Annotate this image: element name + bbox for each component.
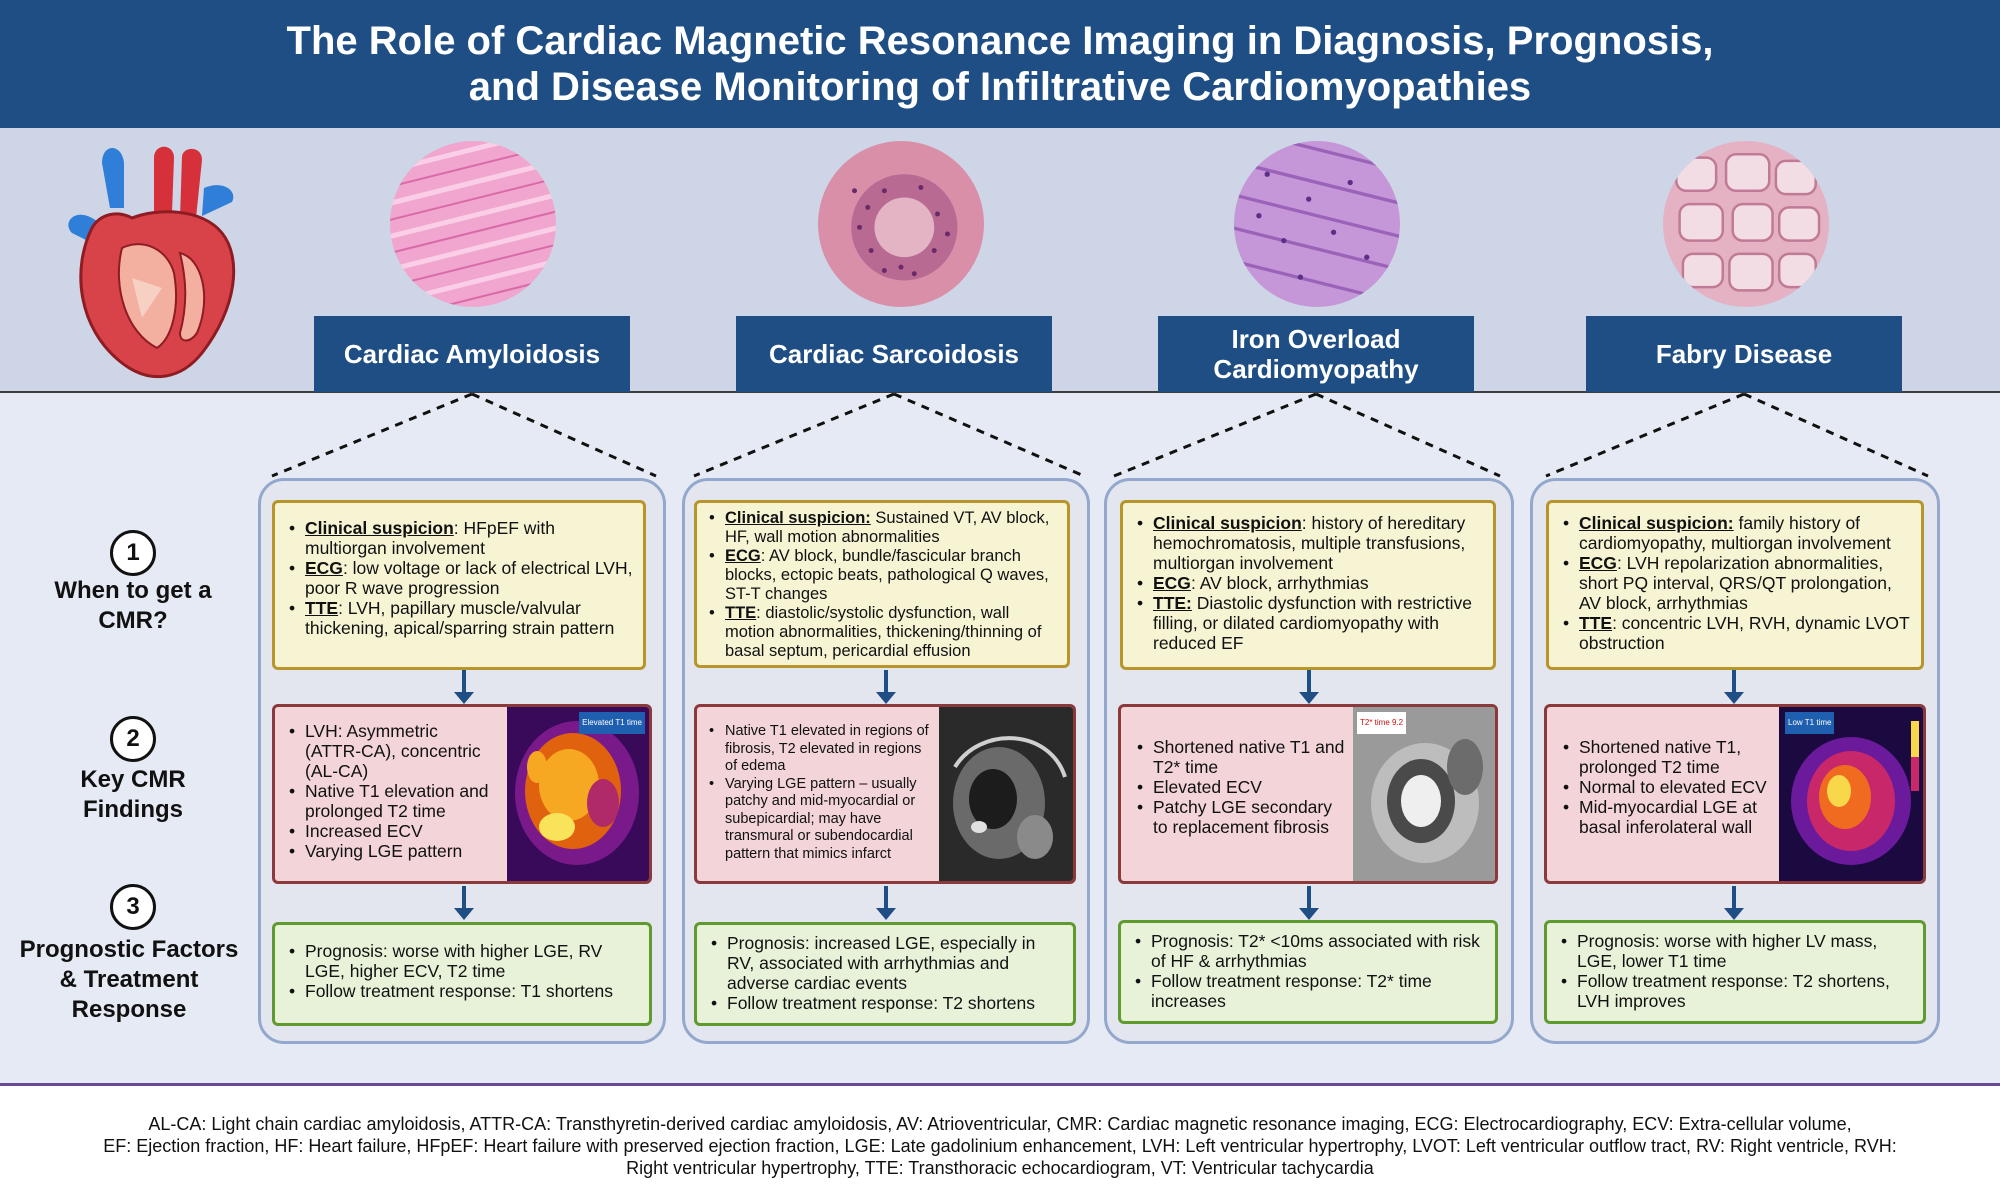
amyloidosis-histology-image: [390, 141, 556, 307]
down-arrow-icon: [876, 886, 896, 920]
sarcoidosis-findings-box: Native T1 elevated in regions of fibrosi…: [694, 704, 1076, 884]
fabry-histology-image: [1663, 141, 1829, 307]
iron-findings-box: Shortened native T1 and T2* time Elevate…: [1118, 704, 1498, 884]
list-item: Shortened native T1, prolonged T2 time: [1559, 737, 1777, 777]
list-item: Follow treatment response: T2 shortens, …: [1557, 971, 1917, 1011]
amyloidosis-prognosis-box: Prognosis: worse with higher LGE, RV LGE…: [272, 922, 652, 1026]
list-item: Clinical suspicion: history of hereditar…: [1133, 513, 1487, 573]
down-arrow-icon: [454, 670, 474, 704]
sarcoidosis-clinical-box: Clinical suspicion: Sustained VT, AV blo…: [694, 500, 1070, 668]
list-item: Normal to elevated ECV: [1559, 777, 1777, 797]
list-item: TTE: Diastolic dysfunction with restrict…: [1133, 593, 1487, 653]
amyloidosis-cmr-t1-map-image: Elevated T1 time: [507, 707, 649, 881]
iron-cmr-t2-star-image: T2* time 9.2: [1353, 707, 1495, 881]
step-3-circle: 3: [110, 884, 156, 930]
list-item: Shortened native T1 and T2* time: [1133, 737, 1351, 777]
list-item: Patchy LGE secondary to replacement fibr…: [1133, 797, 1351, 837]
page-header: The Role of Cardiac Magnetic Resonance I…: [0, 0, 2000, 128]
title-line-2: and Disease Monitoring of Infiltrative C…: [468, 65, 1532, 109]
list-item: TTE: concentric LVH, RVH, dynamic LVOT o…: [1559, 613, 1915, 653]
list-item: Native T1 elevation and prolonged T2 tim…: [285, 781, 495, 821]
iron-prognosis-box: Prognosis: T2* <10ms associated with ris…: [1118, 920, 1498, 1024]
list-item: Clinical suspicion: family history of ca…: [1559, 513, 1915, 553]
title-cardiac-amyloidosis: Cardiac Amyloidosis: [314, 316, 630, 392]
down-arrow-icon: [454, 886, 474, 920]
fabry-image-tag: Low T1 time: [1785, 712, 1835, 734]
list-item: Clinical suspicion: HFpEF with multiorga…: [285, 518, 635, 558]
title-cardiac-sarcoidosis: Cardiac Sarcoidosis: [736, 316, 1052, 392]
list-item: ECG: AV block, bundle/fascicular branch …: [705, 547, 1061, 604]
list-item: Clinical suspicion: Sustained VT, AV blo…: [705, 509, 1061, 547]
list-item: ECG: LVH repolarization abnormalities, s…: [1559, 553, 1915, 613]
sarcoidosis-histology-image: [818, 141, 984, 307]
amyloidosis-clinical-box: Clinical suspicion: HFpEF with multiorga…: [272, 500, 646, 670]
list-item: Increased ECV: [285, 821, 495, 841]
fabry-cmr-t1-map-image: Low T1 time: [1779, 707, 1923, 881]
list-item: Varying LGE pattern: [285, 841, 495, 861]
fabry-clinical-box: Clinical suspicion: family history of ca…: [1546, 500, 1924, 670]
iron-clinical-box: Clinical suspicion: history of hereditar…: [1120, 500, 1496, 670]
list-item: ECG: AV block, arrhythmias: [1133, 573, 1487, 593]
title-line-1: The Role of Cardiac Magnetic Resonance I…: [286, 19, 1714, 63]
list-item: Follow treatment response: T2 shortens: [707, 993, 1067, 1013]
down-arrow-icon: [1299, 886, 1319, 920]
list-item: Mid-myocardial LGE at basal inferolatera…: [1559, 797, 1777, 837]
sarcoidosis-cmr-lge-image: [939, 707, 1073, 881]
iron-overload-histology-image: [1234, 141, 1400, 307]
list-item: Prognosis: worse with higher LGE, RV LGE…: [285, 941, 641, 981]
footer-line-2: EF: Ejection fraction, HF: Heart failure…: [103, 1136, 1897, 1156]
sarcoidosis-prognosis-box: Prognosis: increased LGE, especially in …: [694, 922, 1076, 1026]
amyloidosis-findings-box: LVH: Asymmetric (ATTR-CA), concentric (A…: [272, 704, 652, 884]
down-arrow-icon: [1299, 670, 1319, 704]
list-item: Native T1 elevated in regions of fibrosi…: [705, 723, 937, 776]
iron-image-tag: T2* time 9.2: [1357, 712, 1407, 734]
list-item: Prognosis: T2* <10ms associated with ris…: [1131, 931, 1489, 971]
fabry-prognosis-box: Prognosis: worse with higher LV mass, LG…: [1544, 920, 1926, 1024]
down-arrow-icon: [876, 670, 896, 704]
fabry-findings-box: Shortened native T1, prolonged T2 time N…: [1544, 704, 1926, 884]
footer-line-3: Right ventricular hypertrophy, TTE: Tran…: [626, 1158, 1374, 1178]
list-item: Prognosis: worse with higher LV mass, LG…: [1557, 931, 1917, 971]
list-item: ECG: low voltage or lack of electrical L…: [285, 558, 635, 598]
title-fabry-disease: Fabry Disease: [1586, 316, 1902, 392]
list-item: Follow treatment response: T2* time incr…: [1131, 971, 1489, 1011]
list-item: Follow treatment response: T1 shortens: [285, 981, 641, 1001]
list-item: LVH: Asymmetric (ATTR-CA), concentric (A…: [285, 721, 495, 781]
abbreviations-footer: AL-CA: Light chain cardiac amyloidosis, …: [0, 1089, 2000, 1204]
list-item: Varying LGE pattern – usually patchy and…: [705, 776, 937, 864]
step-1-circle: 1: [110, 530, 156, 576]
step-2-circle: 2: [110, 716, 156, 762]
down-arrow-icon: [1724, 670, 1744, 704]
heart-illustration: [62, 138, 252, 388]
list-item: TTE: LVH, papillary muscle/valvular thic…: [285, 598, 635, 638]
list-item: Prognosis: increased LGE, especially in …: [707, 933, 1067, 993]
down-arrow-icon: [1724, 886, 1744, 920]
footer-line-1: AL-CA: Light chain cardiac amyloidosis, …: [148, 1114, 1852, 1134]
title-iron-overload-cardiomyopathy: Iron Overload Cardiomyopathy: [1158, 316, 1474, 392]
list-item: Elevated ECV: [1133, 777, 1351, 797]
amyloidosis-image-tag: Elevated T1 time: [579, 712, 645, 734]
list-item: TTE: diastolic/systolic dysfunction, wal…: [705, 604, 1061, 661]
